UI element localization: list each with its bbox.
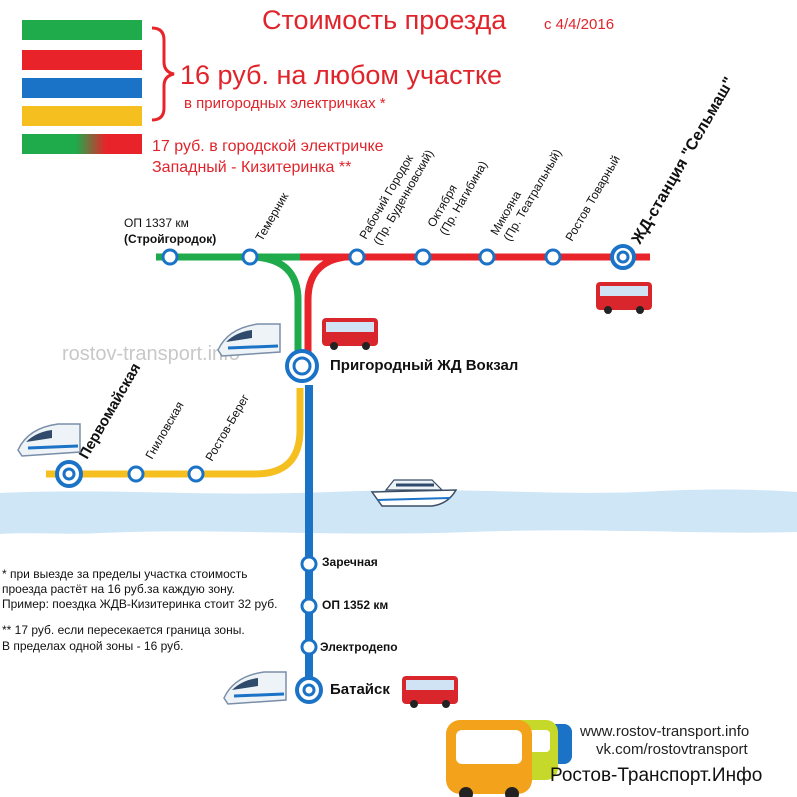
train-icon — [223, 671, 287, 705]
station-op1337-sublabel: (Стройгородок) — [124, 232, 216, 246]
station-temernik-label: Темерник — [252, 190, 291, 244]
legend-bar-blue — [22, 78, 142, 98]
station-markers — [127, 248, 562, 656]
station-rabochiy-marker — [348, 248, 366, 266]
station-vokzal-label: Пригородный ЖД Вокзал — [330, 357, 518, 374]
river — [0, 489, 797, 534]
footer-vk: vk.com/rostovtransport — [596, 741, 749, 758]
note-line-5: В пределах одной зоны - 16 руб. — [2, 639, 183, 653]
fare-city-1: 17 руб. в городской электричке — [152, 138, 384, 155]
note-line-4: ** 17 руб. если пересекается граница зон… — [2, 623, 245, 637]
legend-bar-green-red — [22, 134, 142, 154]
title: Стоимость проезда — [262, 5, 507, 35]
line-yellow — [46, 388, 304, 478]
legend-bar-green — [22, 20, 142, 40]
station-op1337-label: ОП 1337 км — [124, 216, 189, 230]
hub-markers — [55, 244, 636, 704]
station-op1352-marker — [300, 597, 318, 615]
bus-icon — [402, 676, 458, 708]
station-rostov-tovarny-label: Ростов Товарный — [562, 153, 622, 244]
footer-brand: Ростов-Транспорт.Инфо — [550, 765, 762, 786]
date: с 4/4/2016 — [544, 16, 614, 33]
station-gnilovskaya-marker — [127, 465, 145, 483]
station-rostov-bereg-marker — [187, 465, 205, 483]
brand-logo-icon — [446, 720, 572, 797]
legend-bar-yellow — [22, 106, 142, 126]
bus-icon — [596, 282, 652, 314]
note-line-1: * при выезде за пределы участка стоимост… — [2, 567, 248, 581]
station-selmash-label: ЖД-станция "Сельмаш" — [628, 74, 738, 247]
fare-sub: в пригородных электричках * — [184, 95, 386, 112]
train-icon — [17, 423, 81, 457]
ship-icon — [370, 479, 458, 507]
station-selmash-marker-inner — [616, 250, 630, 264]
fare-main: 16 руб. на любом участке — [180, 60, 502, 90]
line-green-curve — [254, 253, 302, 355]
station-op1352-label: ОП 1352 км — [322, 598, 388, 612]
station-op1337-marker — [161, 248, 179, 266]
note-line-2: проезда растёт на 16 руб.за каждую зону. — [2, 582, 235, 596]
legend-brace — [151, 26, 175, 122]
station-elektrodepo-marker — [300, 638, 318, 656]
watermark: rostov-transport.info — [62, 343, 240, 365]
station-bataysk-marker-inner — [302, 683, 316, 697]
station-zarechnaya-label: Заречная — [322, 555, 378, 569]
bus-icon — [322, 318, 378, 350]
station-rostov-bereg-label: Ростов-Берег — [202, 391, 252, 463]
station-rostov-tovarny-marker — [544, 248, 562, 266]
train-icon — [217, 323, 281, 357]
station-vokzal-marker-inner — [292, 356, 312, 376]
station-pervomayskaya-marker-inner — [62, 467, 76, 481]
station-gnilovskaya-label: Гниловская — [142, 399, 186, 461]
station-mikoyana-marker — [478, 248, 496, 266]
legend-bar-red — [22, 50, 142, 70]
station-bataysk-label: Батайск — [330, 681, 390, 698]
note-line-3: Пример: поездка ЖДВ-Кизитеринка стоит 32… — [2, 597, 277, 611]
station-temernik-marker — [241, 248, 259, 266]
station-zarechnaya-marker — [300, 555, 318, 573]
station-oktyabrya-marker — [414, 248, 432, 266]
line-red-curve — [304, 253, 346, 355]
station-elektrodepo-label: Электродепо — [320, 640, 398, 654]
station-pervomayskaya-label: Первомайская — [76, 360, 145, 462]
fare-city-2: Западный - Кизитеринка ** — [152, 159, 351, 176]
footer-site: www.rostov-transport.info — [579, 723, 749, 740]
